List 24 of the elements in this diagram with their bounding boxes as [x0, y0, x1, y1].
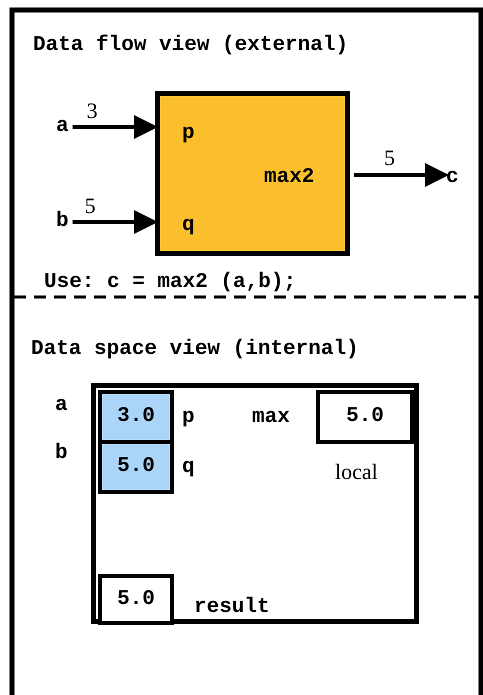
- parameter-label: q: [182, 214, 195, 238]
- memory-frame: [91, 383, 419, 624]
- variable-name: result: [194, 596, 270, 620]
- variable-label: c: [446, 166, 459, 190]
- variable-label: a: [56, 115, 69, 139]
- edge-label: 3: [86, 99, 98, 123]
- parameter-label: p: [182, 122, 195, 146]
- view-title: Data flow view (external): [33, 34, 348, 58]
- variable-label: b: [55, 442, 68, 466]
- arrow: [354, 163, 449, 187]
- edge-label: 5: [384, 146, 395, 170]
- variable-label: a: [55, 394, 68, 418]
- function-block: [155, 91, 350, 256]
- memory-cell: 5.0: [316, 390, 414, 444]
- variable-name: p: [182, 406, 195, 430]
- variable-name: local: [335, 460, 378, 484]
- function-name: max2: [264, 166, 314, 190]
- usage-note: Use: c = max2 (a,b);: [44, 271, 296, 295]
- view-title: Data space view (internal): [31, 338, 359, 362]
- variable-name: q: [182, 456, 195, 480]
- memory-cell: 5.0: [98, 574, 174, 625]
- edge-label: 5: [84, 194, 96, 218]
- variable-label: b: [56, 210, 69, 234]
- variable-name: max: [252, 406, 290, 430]
